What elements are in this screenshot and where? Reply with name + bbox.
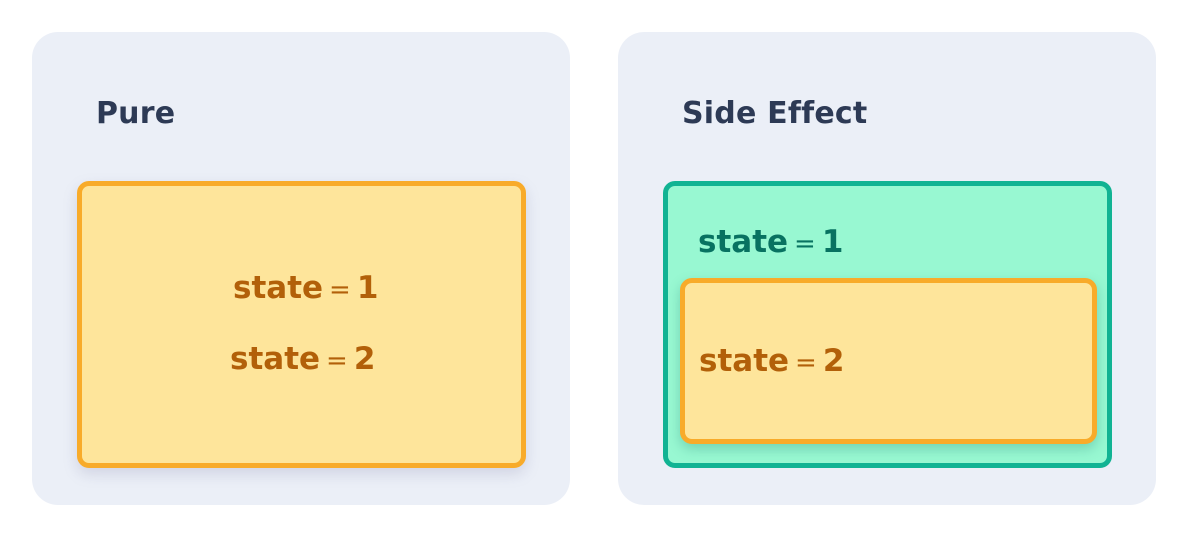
state-value: 1: [356, 270, 379, 306]
side-effect-title: Side Effect: [682, 96, 868, 131]
side-effect-state-1: state=1: [698, 224, 843, 262]
pure-state-box: state=1 state=2: [77, 181, 526, 468]
state-name: state: [233, 270, 324, 306]
state-name: state: [698, 224, 789, 260]
state-name: state: [230, 341, 321, 377]
state-name: state: [699, 343, 790, 379]
outer-state-box: state=1 state=2: [663, 181, 1112, 468]
pure-state-1: state=1: [233, 270, 378, 308]
pure-state-2: state=2: [230, 341, 375, 379]
side-effect-state-2: state=2: [699, 343, 844, 381]
pure-panel: Pure state=1 state=2: [32, 32, 570, 505]
pure-title: Pure: [96, 96, 176, 131]
inner-state-box: state=2: [680, 278, 1097, 444]
state-value: 2: [353, 341, 376, 377]
side-effect-panel: Side Effect state=1 state=2: [618, 32, 1156, 505]
state-value: 1: [821, 224, 844, 260]
state-operator: =: [794, 229, 816, 259]
state-operator: =: [795, 348, 817, 378]
state-operator: =: [326, 346, 348, 376]
state-value: 2: [822, 343, 845, 379]
state-operator: =: [329, 275, 351, 305]
